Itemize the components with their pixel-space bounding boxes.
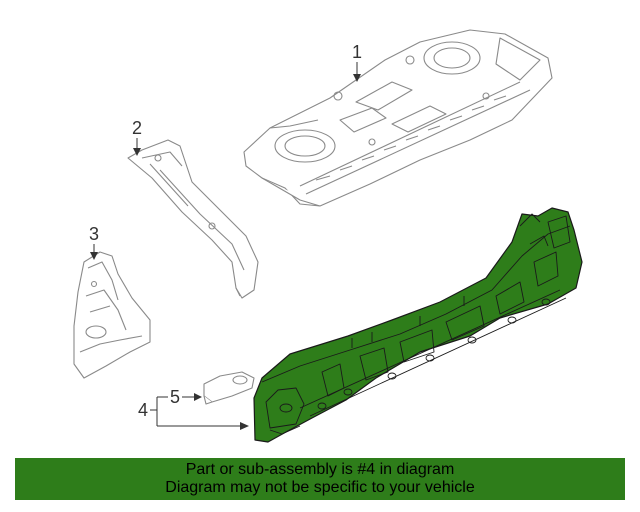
banner-line-2: Diagram may not be specific to your vehi… <box>165 479 475 496</box>
part-4-rear-body-panel[interactable] <box>253 207 583 443</box>
callout-1: 1 <box>352 42 362 82</box>
callout-label-3: 3 <box>89 224 99 244</box>
callout-label-4: 4 <box>138 400 148 420</box>
part-2-pillar-panel[interactable] <box>127 139 259 299</box>
part-3-quarter-panel[interactable] <box>73 251 151 379</box>
callout-4: 4 <box>138 396 249 430</box>
part-1-package-tray[interactable] <box>243 29 553 207</box>
part-5-bracket[interactable] <box>203 371 255 405</box>
callout-2: 2 <box>132 118 142 156</box>
info-banner: Part or sub-assembly is #4 in diagram Di… <box>15 458 625 500</box>
parts-diagram: 1 2 3 5 4 <box>73 29 583 443</box>
callout-label-2: 2 <box>132 118 142 138</box>
banner-line-1: Part or sub-assembly is #4 in diagram <box>185 461 455 478</box>
callout-3: 3 <box>89 224 99 260</box>
callout-label-5: 5 <box>170 387 180 407</box>
callout-label-1: 1 <box>352 42 362 62</box>
callout-5: 5 <box>170 387 202 407</box>
